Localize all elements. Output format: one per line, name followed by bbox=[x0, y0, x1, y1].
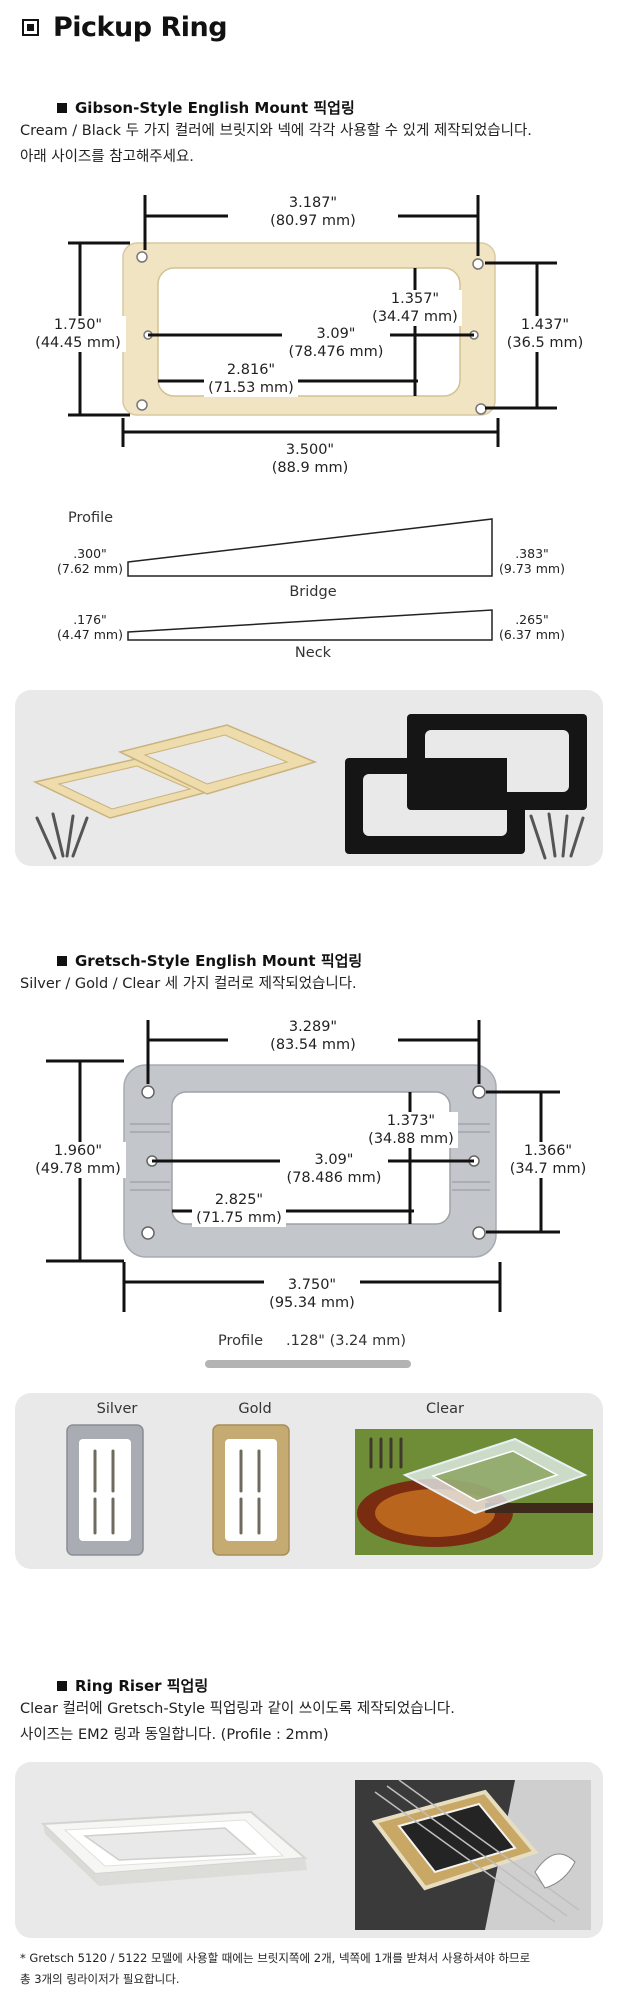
gretsch-product-illustration bbox=[66, 1424, 593, 1556]
clear-label: Clear bbox=[426, 1401, 464, 1417]
riser-section-title: Ring Riser 픽업링 bbox=[57, 1675, 208, 1696]
footnote: * Gretsch 5120 / 5122 모델에 사용할 때에는 브릿지쪽에 … bbox=[20, 1951, 531, 1986]
neck-profile-wedge bbox=[127, 609, 493, 641]
screw-hole-icon bbox=[141, 1085, 155, 1099]
gibson-dim-right: 1.437" (36.5 mm) bbox=[500, 316, 590, 352]
gibson-section-title: Gibson-Style English Mount 픽업링 bbox=[57, 97, 355, 118]
gretsch-section-title: Gretsch-Style English Mount 픽업링 bbox=[57, 950, 362, 971]
gibson-dim-bottom: 3.500" (88.9 mm) bbox=[271, 442, 349, 476]
gretsch-dim-inner-height: 1.373" (34.88 mm) bbox=[364, 1112, 458, 1148]
page-title: Pickup Ring bbox=[22, 12, 228, 43]
gold-label: Gold bbox=[238, 1401, 272, 1417]
bridge-profile-wedge bbox=[127, 518, 493, 577]
gretsch-profile-label: Profile bbox=[218, 1333, 264, 1349]
gibson-dim-top: 3.187" (80.97 mm) bbox=[228, 194, 398, 230]
screw-hole-icon bbox=[141, 1226, 155, 1240]
bridge-left-dim: .300" (7.62 mm) bbox=[57, 546, 123, 576]
gibson-product-illustration bbox=[32, 714, 587, 860]
gretsch-dim-inner-width: 2.825" (71.75 mm) bbox=[192, 1191, 286, 1227]
neck-left-dim: .176" (4.47 mm) bbox=[57, 612, 123, 642]
bridge-right-dim: .383" (9.73 mm) bbox=[499, 546, 565, 576]
gibson-dim-inner-width: 2.816" (71.53 mm) bbox=[204, 361, 298, 397]
screw-hole-icon bbox=[136, 251, 148, 263]
gretsch-description: Silver / Gold / Clear 세 가지 컬러로 제작되었습니다. bbox=[20, 976, 357, 992]
gibson-product-photo bbox=[15, 690, 603, 866]
gretsch-product-photo: Silver Gold Clear bbox=[15, 1393, 603, 1569]
bridge-label: Bridge bbox=[289, 584, 337, 600]
gretsch-ring-diagram bbox=[46, 1020, 560, 1312]
screw-hole-icon bbox=[472, 258, 484, 270]
neck-right-dim: .265" (6.37 mm) bbox=[499, 612, 565, 642]
gibson-dim-left: 1.750" (44.45 mm) bbox=[30, 316, 126, 352]
neck-label: Neck bbox=[294, 645, 332, 661]
gretsch-dim-right: 1.366" (34.7 mm) bbox=[505, 1142, 591, 1178]
gibson-profile-label: Profile bbox=[68, 510, 114, 526]
gretsch-dim-bottom: 3.750" (95.34 mm) bbox=[264, 1276, 360, 1312]
riser-description: Clear 컬러에 Gretsch-Style 픽업링과 같이 쓰이도록 제작되… bbox=[20, 1701, 455, 1743]
riser-product-photo bbox=[15, 1762, 603, 1938]
gibson-dim-inner-height: 1.357" (34.47 mm) bbox=[368, 290, 462, 326]
gibson-description: Cream / Black 두 가지 컬러에 브릿지와 넥에 각각 사용할 수 … bbox=[20, 123, 532, 165]
gretsch-dim-top: 3.289" (83.54 mm) bbox=[228, 1018, 398, 1054]
gibson-profile-wedges bbox=[127, 518, 493, 641]
square-bullet-icon bbox=[57, 1680, 67, 1691]
silver-label: Silver bbox=[96, 1401, 138, 1417]
square-bullet-icon bbox=[57, 102, 67, 113]
gretsch-dim-screw-span: 3.09" (78.486 mm) bbox=[280, 1151, 388, 1187]
screw-hole-icon bbox=[472, 1085, 486, 1099]
square-bullet-icon bbox=[57, 955, 67, 966]
gretsch-dim-left: 1.960" (49.78 mm) bbox=[30, 1142, 126, 1178]
riser-product-illustration bbox=[40, 1779, 591, 1930]
gretsch-profile-bar bbox=[205, 1360, 411, 1368]
screw-hole-icon bbox=[472, 1226, 486, 1240]
gibson-dim-screw-span: 3.09" (78.476 mm) bbox=[282, 325, 390, 361]
screw-hole-icon bbox=[136, 399, 148, 411]
gretsch-profile-value: .128" (3.24 mm) bbox=[286, 1333, 407, 1349]
square-bullet-icon bbox=[22, 19, 39, 36]
